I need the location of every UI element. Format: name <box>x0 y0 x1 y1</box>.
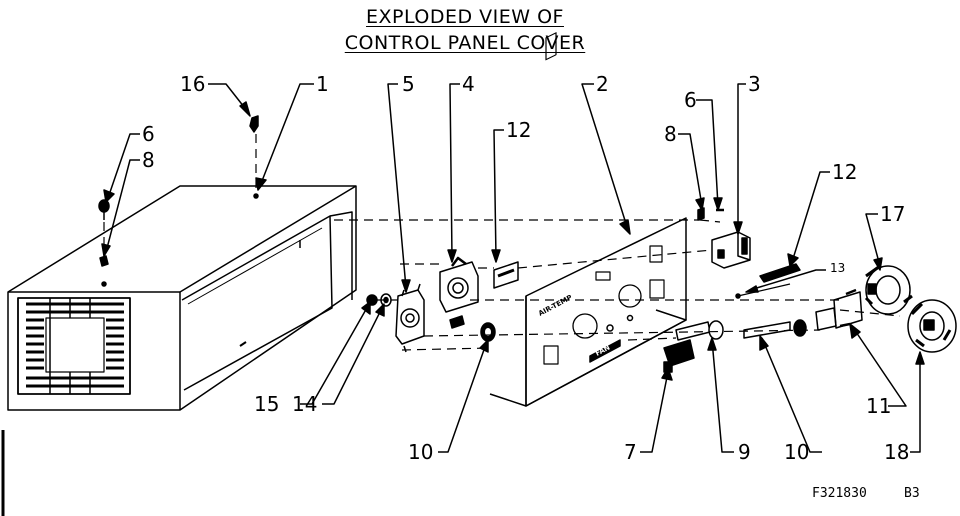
callout-8-left: 8 <box>142 148 155 172</box>
part-18-fan-motor <box>907 299 957 353</box>
part-6-screw-left <box>98 199 110 220</box>
callout-1: 1 <box>316 72 329 96</box>
leader-lines <box>101 83 925 453</box>
part-8-clip-right <box>697 207 705 221</box>
part-7-toggle <box>663 339 695 373</box>
title-line-1: EXPLODED VIEW OF <box>366 6 564 28</box>
callout-2: 2 <box>596 72 609 96</box>
part-10-grommet-left <box>480 322 496 342</box>
callout-12-mid: 12 <box>506 118 532 142</box>
callout-8-right: 8 <box>664 122 677 146</box>
callout-9: 9 <box>738 440 751 464</box>
callout-14: 14 <box>292 392 318 416</box>
callout-3: 3 <box>748 72 761 96</box>
part-12-label-mid <box>493 261 519 289</box>
part-10-shaft-right <box>743 319 807 339</box>
drawing-number: F321830 <box>812 486 867 501</box>
part-4-switch <box>439 256 479 329</box>
cabinet-housing <box>7 185 357 411</box>
part-5-bracket <box>395 283 425 353</box>
callout-6-left: 6 <box>142 122 155 146</box>
callout-10-left: 10 <box>408 440 434 464</box>
control-panel-cover: AIR-TEMP FAN <box>489 32 687 407</box>
callout-5: 5 <box>402 72 415 96</box>
callout-4: 4 <box>462 72 475 96</box>
part-11-bracket <box>815 288 863 331</box>
assembly-lines <box>103 134 901 351</box>
callout-13: 13 <box>830 261 846 275</box>
callout-16: 16 <box>180 72 206 96</box>
grille-louvers <box>26 302 124 388</box>
sheet-code: B3 <box>904 486 920 501</box>
part-13-wire <box>735 283 791 299</box>
callout-17: 17 <box>880 202 906 226</box>
part-17-motor <box>864 264 913 315</box>
part-3-relay <box>711 231 751 269</box>
callout-18: 18 <box>884 440 910 464</box>
callout-7: 7 <box>624 440 637 464</box>
callout-6-right: 6 <box>684 88 697 112</box>
title-line-2: CONTROL PANEL COVER <box>344 32 586 54</box>
callout-12-right: 12 <box>832 160 858 184</box>
part-16-screw <box>249 115 259 133</box>
callout-10-right: 10 <box>784 440 810 464</box>
callout-11: 11 <box>866 394 892 418</box>
callout-15: 15 <box>254 392 280 416</box>
part-12-strip-right <box>759 263 801 283</box>
part-9-bushing <box>675 320 724 341</box>
